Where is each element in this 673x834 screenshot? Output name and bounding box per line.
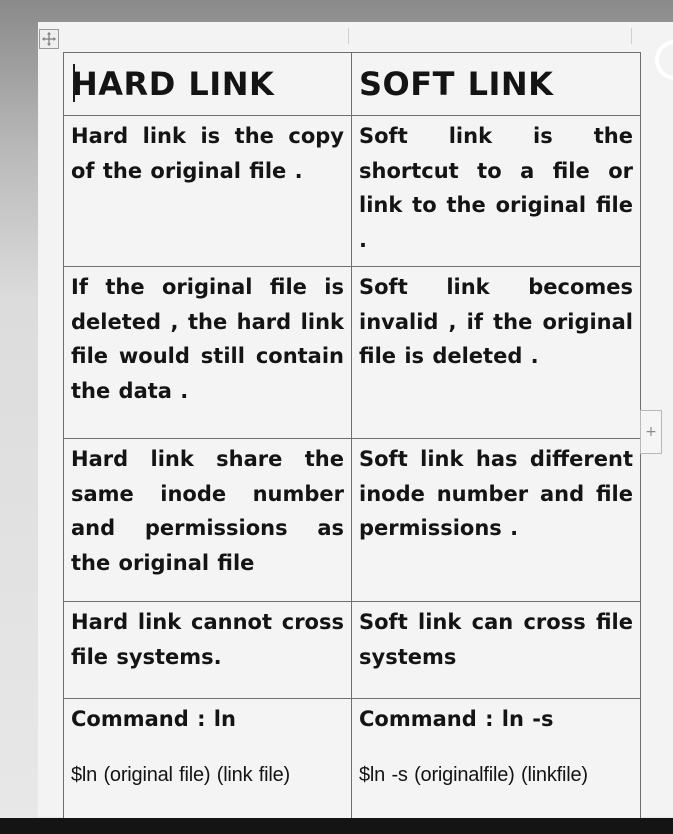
hard-link-command-title: Command : ln <box>71 707 236 731</box>
text-cursor <box>73 64 75 102</box>
command-cell-soft[interactable]: Command : ln -s $ln -s (originalfile) (l… <box>351 698 641 826</box>
table-row: Hard link cannot cross file systems. Sof… <box>63 601 641 699</box>
table-cell[interactable]: Hard link cannot cross file systems. <box>63 601 352 699</box>
table-row: Hard link is the copy of the original fi… <box>63 115 641 267</box>
table-header-row: HARD LINK SOFT LINK <box>63 52 641 116</box>
command-cell-hard[interactable]: Command : ln $ln (original file) (link f… <box>63 698 352 826</box>
header-hard-link[interactable]: HARD LINK <box>63 52 352 116</box>
comparison-table: HARD LINK SOFT LINK Hard link is the cop… <box>63 52 641 826</box>
table-cell[interactable]: If the original file is deleted , the ha… <box>63 266 352 439</box>
table-cell[interactable]: Hard link share the same inode number an… <box>63 438 352 602</box>
soft-link-command-example: $ln -s (originalfile) (linkfile) <box>359 764 588 786</box>
table-cell[interactable]: Soft link has different inode number and… <box>351 438 641 602</box>
table-row: Hard link share the same inode number an… <box>63 438 641 602</box>
soft-link-command-title: Command : ln -s <box>359 707 554 731</box>
comparison-table-container: HARD LINK SOFT LINK Hard link is the cop… <box>63 52 641 826</box>
table-row-commands: Command : ln $ln (original file) (link f… <box>63 698 641 826</box>
column-guide <box>348 28 349 44</box>
hard-link-command-example: $ln (original file) (link file) <box>71 764 290 786</box>
table-cell[interactable]: Soft link is the shortcut to a file or l… <box>351 115 641 267</box>
bottom-bar <box>0 818 673 834</box>
table-cell[interactable]: Soft link becomes invalid , if the origi… <box>351 266 641 439</box>
column-guide <box>631 28 632 44</box>
move-arrows-icon <box>42 32 56 46</box>
header-soft-link[interactable]: SOFT LINK <box>351 52 641 116</box>
table-move-handle[interactable] <box>39 29 59 49</box>
add-column-button[interactable]: + <box>640 410 662 454</box>
plus-icon: + <box>645 424 657 440</box>
table-cell[interactable]: Hard link is the copy of the original fi… <box>63 115 352 267</box>
table-row: If the original file is deleted , the ha… <box>63 266 641 439</box>
table-cell[interactable]: Soft link can cross file systems <box>351 601 641 699</box>
